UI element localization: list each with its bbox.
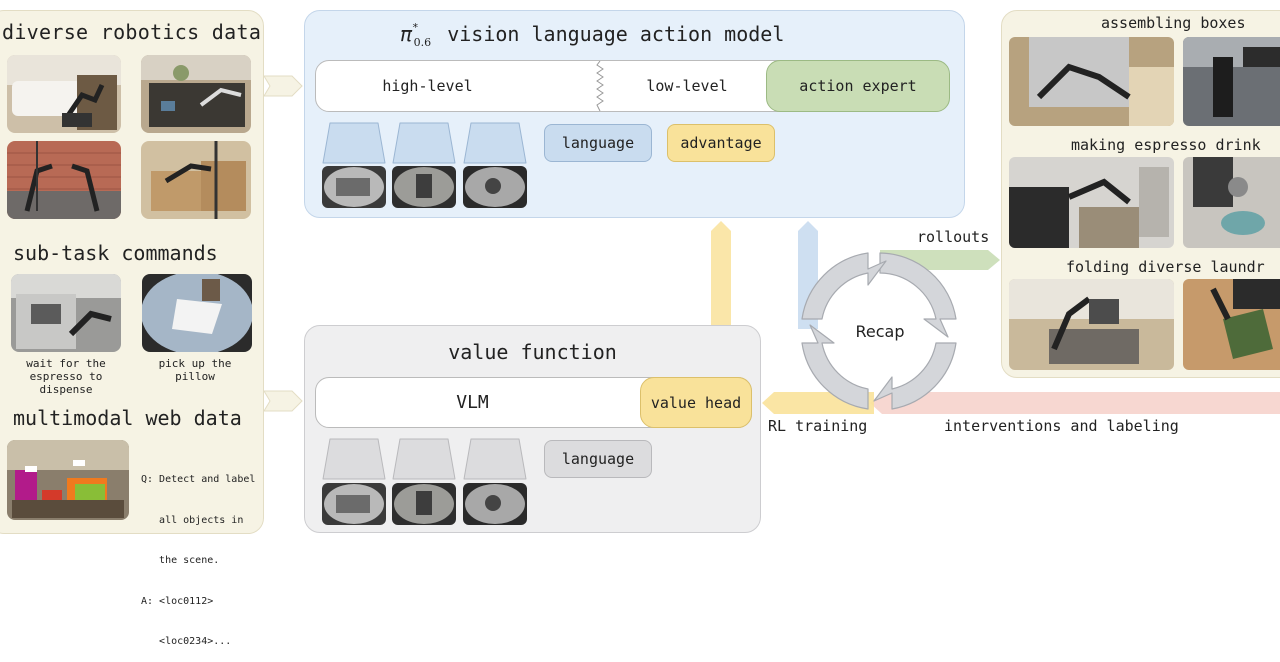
interventions-label: interventions and labeling (944, 417, 1179, 435)
multimodal-web-title: multimodal web data (13, 406, 242, 430)
value-camera-image-3 (463, 483, 527, 525)
robot-brick-wall-photo (7, 141, 121, 219)
espresso-photo-2 (1183, 157, 1280, 248)
value-function-title: value function (448, 340, 617, 364)
recap-cycle-ring (801, 252, 957, 410)
recap-label: Recap (855, 322, 905, 341)
assembling-photo-2 (1183, 37, 1280, 126)
low-level-label: low-level (646, 77, 728, 95)
pillow-caption: pick up the pillow (158, 357, 232, 383)
pillow-subtask-photo (142, 274, 252, 352)
pi-symbol: π (400, 22, 413, 46)
value-head-block: value head (640, 377, 752, 428)
pi-version: 0.6 (413, 36, 432, 49)
assembling-photo-1 (1009, 37, 1174, 126)
web-qa-line: A: <loc0112> (141, 595, 214, 607)
robot-boxes-photo (141, 141, 251, 219)
robot-bedroom-photo (7, 55, 121, 133)
laundry-photo-2 (1183, 279, 1280, 370)
value-language-token: language (544, 440, 652, 478)
rl-training-label: RL training (768, 417, 868, 435)
assembling-boxes-title: assembling boxes (1101, 14, 1246, 32)
value-image-encoder-3 (463, 438, 527, 480)
vlm-label: VLM (456, 392, 489, 413)
laundry-title: folding diverse laundr (1066, 258, 1265, 276)
high-low-divider (596, 61, 604, 111)
web-qa-line: all objects in (141, 514, 244, 526)
web-to-value-arrow (264, 390, 303, 412)
value-camera-image-1 (322, 483, 386, 525)
vla-camera-image-3 (463, 166, 527, 208)
value-camera-image-2 (392, 483, 456, 525)
action-expert-block: action expert (766, 60, 950, 112)
vla-language-token: language (544, 124, 652, 162)
web-qa-line: <loc0234>... (141, 636, 232, 647)
vla-title: π*0.6 vision language action model (400, 21, 785, 49)
rollouts-label: rollouts (917, 228, 990, 246)
vla-image-encoder-3 (463, 122, 527, 164)
value-to-vla-arrow (711, 221, 731, 325)
subtask-commands-title: sub-task commands (13, 241, 218, 265)
laundry-photo-1 (1009, 279, 1174, 370)
espresso-subtask-photo (11, 274, 121, 352)
vla-image-encoder-1 (322, 122, 386, 164)
espresso-drink-title: making espresso drink (1071, 136, 1261, 154)
web-detection-photo (7, 440, 129, 520)
espresso-caption: wait for the espresso to dispense (26, 357, 106, 396)
vla-camera-image-1 (322, 166, 386, 208)
vla-title-text: vision language action model (447, 22, 785, 46)
interventions-arrow (870, 392, 1280, 414)
pi-star: * (412, 21, 419, 35)
robot-table-photo (141, 55, 251, 133)
value-image-encoder-1 (322, 438, 386, 480)
value-image-encoder-2 (392, 438, 456, 480)
web-qa-line: Q: Detect and label (141, 474, 256, 485)
vla-camera-image-2 (392, 166, 456, 208)
robotics-data-title: diverse robotics data (2, 20, 262, 44)
web-qa-line: the scene. (141, 555, 220, 566)
high-level-label: high-level (382, 77, 473, 95)
espresso-photo-1 (1009, 157, 1174, 248)
vla-image-encoder-2 (392, 122, 456, 164)
web-qa-text: Q: Detect and label all objects in the s… (141, 446, 255, 662)
advantage-token: advantage (667, 124, 775, 162)
robotics-to-vla-arrow (264, 75, 303, 97)
